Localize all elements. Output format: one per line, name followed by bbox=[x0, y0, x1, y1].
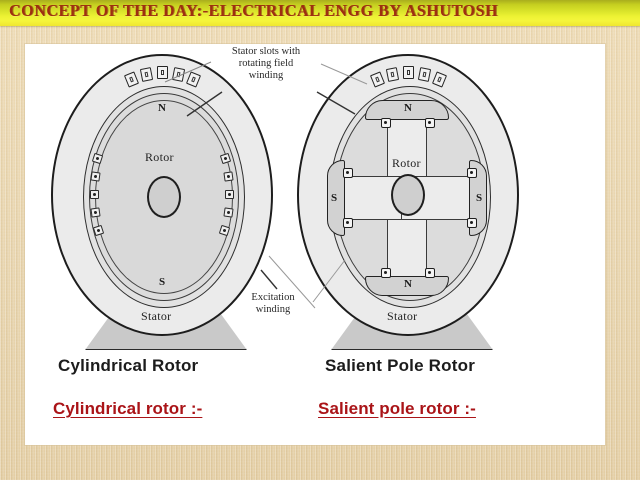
rotor-label: Rotor bbox=[145, 150, 174, 164]
figure-diagram: N S Rotor Stator bbox=[25, 44, 605, 354]
pole-label-north-top: N bbox=[404, 102, 413, 114]
stator-slot-coil bbox=[385, 67, 400, 82]
cylindrical-rotor-machine: N S Rotor Stator bbox=[37, 50, 287, 350]
pole-label-north-bottom: N bbox=[404, 278, 413, 290]
field-coil bbox=[467, 168, 477, 178]
pole-label-south: S bbox=[159, 276, 166, 288]
excitation-winding-slot bbox=[90, 207, 101, 218]
stator-slot-coil bbox=[185, 71, 202, 88]
stator-slot-coil bbox=[369, 71, 386, 88]
field-coil bbox=[467, 218, 477, 228]
field-coil bbox=[381, 118, 391, 128]
rotor-shaft bbox=[391, 174, 425, 216]
rotor-label: Rotor bbox=[392, 156, 421, 170]
field-coil bbox=[425, 268, 435, 278]
stator-slot-coil bbox=[139, 67, 154, 82]
caption-salient-pole-rotor: Salient Pole Rotor bbox=[325, 356, 476, 375]
excitation-winding-slot bbox=[225, 190, 234, 199]
annotation-excitation-winding: Excitation winding bbox=[251, 292, 295, 315]
field-coil bbox=[381, 268, 391, 278]
heading-cylindrical-rotor: Cylindrical rotor :- bbox=[53, 399, 203, 418]
stator-label: Stator bbox=[141, 309, 172, 323]
title-bar: CONCEPT OF THE DAY:-ELECTRICAL ENGG BY A… bbox=[0, 0, 640, 26]
page-title: CONCEPT OF THE DAY:-ELECTRICAL ENGG BY A… bbox=[9, 2, 499, 21]
excitation-winding-slot bbox=[90, 171, 101, 182]
field-coil bbox=[343, 168, 353, 178]
excitation-winding-slot bbox=[223, 171, 234, 182]
stator-slot-coil bbox=[403, 66, 414, 79]
heading-salient-pole-rotor: Salient pole rotor :- bbox=[318, 399, 476, 418]
rotor-body bbox=[95, 100, 233, 294]
pole-label-south-right: S bbox=[476, 192, 483, 204]
content-card: N S Rotor Stator bbox=[25, 44, 605, 445]
excitation-winding-slot bbox=[223, 207, 234, 218]
excitation-winding-slot bbox=[90, 190, 99, 199]
stator-outer-body: N N S S Rotor Stator bbox=[297, 54, 519, 336]
caption-cylindrical-rotor: Cylindrical Rotor bbox=[58, 356, 199, 375]
stator-slot-coil bbox=[123, 71, 140, 88]
stator-slot-coil bbox=[171, 67, 186, 82]
stator-slot-coil bbox=[431, 71, 448, 88]
stator-slot-coil bbox=[417, 67, 432, 82]
stator-label: Stator bbox=[387, 309, 418, 323]
pole-label-south-left: S bbox=[331, 192, 338, 204]
field-coil bbox=[425, 118, 435, 128]
salient-pole-rotor-machine: N N S S Rotor Stator bbox=[283, 50, 533, 350]
stator-slot-coil bbox=[157, 66, 168, 79]
annotation-stator-slots: Stator slots with rotating field winding bbox=[231, 46, 301, 81]
pole-label-north: N bbox=[158, 102, 167, 114]
rotor-shaft bbox=[147, 176, 181, 218]
stator-outer-body: N S Rotor Stator bbox=[51, 54, 273, 336]
field-coil bbox=[343, 218, 353, 228]
